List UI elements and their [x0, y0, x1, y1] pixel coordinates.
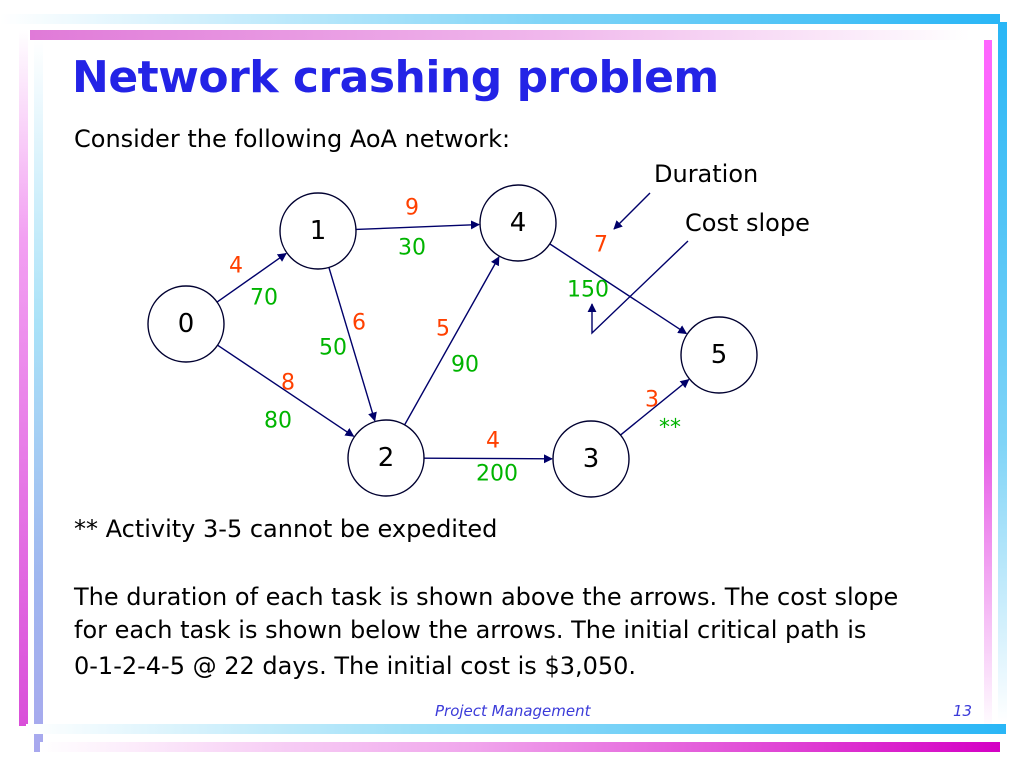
cost-slope-label-2-3: 200 — [476, 462, 518, 487]
decorative-bar-right-pink — [984, 40, 992, 730]
slide-title: Network crashing problem — [72, 52, 719, 103]
activity-arrow-0-2 — [217, 344, 355, 437]
decorative-bar-bottom-pink — [40, 742, 1000, 752]
explanation-line-3: 0-1-2-4-5 @ 22 days. The initial cost is… — [74, 652, 637, 680]
explanation-line-1: The duration of each task is shown above… — [74, 583, 899, 611]
page-number: 13 — [953, 702, 973, 720]
explanation-line-2: for each task is shown below the arrows.… — [74, 616, 867, 644]
node-label-2: 2 — [378, 443, 395, 473]
legend-duration-pointer — [613, 192, 651, 230]
cost-slope-label-3-5: ** — [659, 416, 681, 441]
activity-arrow-1-4 — [355, 220, 480, 231]
duration-label-2-3: 4 — [486, 429, 500, 454]
activity-arrow-2-3 — [423, 454, 553, 464]
node-label-4: 4 — [510, 208, 527, 238]
activity-arrow-3-5 — [620, 379, 690, 436]
node-label-5: 5 — [711, 340, 728, 370]
decorative-bar-top-blue — [0, 14, 1000, 24]
node-circle-0 — [147, 285, 225, 363]
decorative-bar-bottom-blue — [26, 724, 1006, 734]
node-circle-5 — [680, 316, 758, 394]
decorative-bar-left-pink — [19, 30, 28, 726]
activity-arrow-1-2 — [328, 267, 377, 422]
duration-label-0-2: 8 — [281, 371, 295, 396]
activity-arrow-0-1 — [216, 252, 287, 303]
node-label-1: 1 — [310, 216, 327, 246]
activity-arrow-2-4 — [403, 256, 500, 426]
footer-title: Project Management — [435, 702, 591, 720]
node-label-0: 0 — [178, 309, 195, 339]
constraint-note: ** Activity 3-5 cannot be expedited — [74, 515, 498, 543]
duration-label-1-2: 6 — [352, 311, 366, 336]
decorative-bar-left-blue — [34, 40, 43, 752]
duration-label-2-4: 5 — [436, 317, 450, 342]
cost-slope-label-1-2: 50 — [319, 336, 347, 361]
duration-label-4-5: 7 — [594, 233, 608, 258]
decorative-bar-right-blue — [998, 22, 1007, 722]
legend-cost-slope-pointer — [587, 240, 689, 335]
node-circle-2 — [347, 419, 425, 497]
legend-cost-slope-label: Cost slope — [685, 209, 810, 237]
decorative-bar-top-pink — [30, 30, 970, 40]
cost-slope-label-2-4: 90 — [451, 353, 479, 378]
node-label-3: 3 — [583, 444, 600, 474]
legend-duration-label: Duration — [654, 160, 758, 188]
intro-text: Consider the following AoA network: — [74, 125, 511, 153]
node-circle-3 — [552, 420, 630, 498]
duration-label-3-5: 3 — [645, 388, 659, 413]
cost-slope-label-0-1: 70 — [250, 286, 278, 311]
node-circle-4 — [479, 184, 557, 262]
cost-slope-label-0-2: 80 — [264, 409, 292, 434]
node-circle-1 — [279, 192, 357, 270]
cost-slope-label-4-5: 150 — [567, 278, 609, 303]
cost-slope-label-1-4: 30 — [398, 236, 426, 261]
activity-arrow-4-5 — [549, 243, 688, 335]
duration-label-1-4: 9 — [405, 196, 419, 221]
duration-label-0-1: 4 — [229, 254, 243, 279]
